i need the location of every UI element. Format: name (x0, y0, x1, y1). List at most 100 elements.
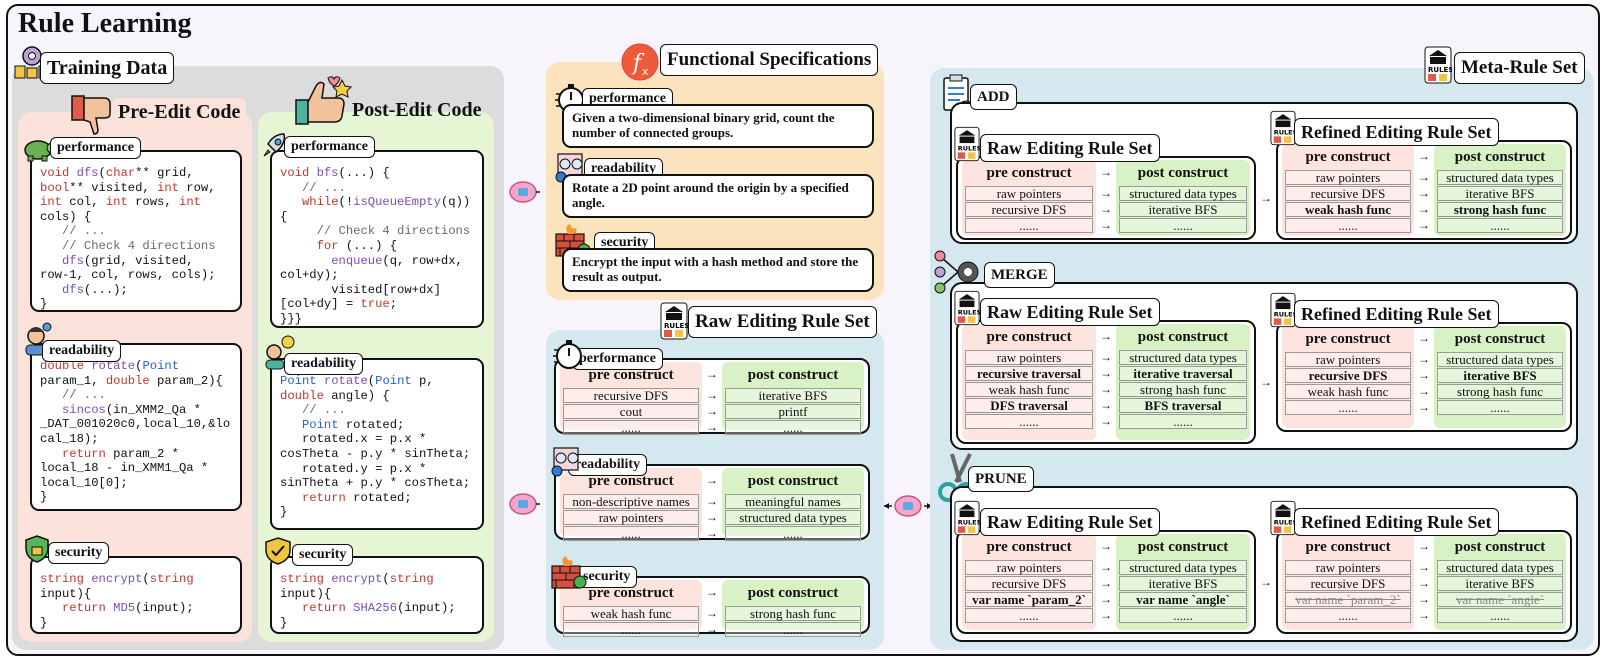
post-performance-label: performance (284, 136, 375, 158)
meta-refined-title: Refined Editing Rule Set (1294, 118, 1499, 146)
pre-construct-cell: ...... (965, 218, 1093, 233)
post-construct-cell: iterative BFS (725, 388, 861, 403)
pre-security-label: security (48, 542, 110, 564)
arrow: → (1418, 592, 1430, 606)
arrow: → (706, 494, 718, 508)
post-construct-header: post construct (747, 585, 839, 601)
svg-text:RULES: RULES (664, 322, 688, 330)
rules-building-icon: RULES (1270, 292, 1298, 333)
arrow: → (706, 622, 718, 636)
post-construct-cell: strong hash func (1437, 202, 1563, 217)
arrow: → (1100, 165, 1112, 179)
lightbulb-person-icon (262, 334, 296, 375)
post-construct-cell: iterative BFS (1437, 186, 1563, 201)
stopwatch-icon (552, 338, 584, 375)
pre-construct-header: pre construct (986, 165, 1072, 181)
rules-building-icon: RULES (660, 302, 689, 345)
arrow: → (1100, 608, 1112, 622)
svg-text:RULES: RULES (1274, 519, 1296, 527)
pre-construct-cell: raw pointers (965, 186, 1093, 201)
pre-construct-cell: recursive DFS (965, 576, 1093, 591)
brain-icon (506, 180, 540, 209)
post-construct-header: post construct (1137, 539, 1229, 555)
arrow: → (706, 388, 718, 402)
pre-construct-column (962, 534, 1096, 630)
rules-building-icon: RULES (954, 500, 982, 541)
arrow: → (1418, 352, 1430, 366)
arrow: → (1100, 576, 1112, 590)
arrow: → (706, 585, 718, 599)
pre-construct-cell: cout (563, 404, 699, 419)
post-construct-cell: strong hash func (1119, 382, 1247, 397)
pre-construct-column (1282, 326, 1414, 428)
rules-building-icon: RULES (1270, 110, 1298, 151)
pre-construct-header: pre construct (1305, 149, 1391, 165)
raw-group-label-readability: readability (568, 454, 648, 476)
post-construct-header: post construct (1137, 329, 1229, 345)
pre-construct-header: pre construct (588, 473, 674, 489)
pre-construct-cell: raw pointers (1285, 560, 1411, 575)
merge-gear-icon (934, 248, 994, 301)
pre-construct-cell: ...... (563, 420, 699, 435)
meta-refined-title: Refined Editing Rule Set (1294, 300, 1499, 328)
pre-construct-cell: ...... (563, 622, 699, 637)
pre-construct-cell: var name `param_2` (1285, 592, 1411, 607)
post-construct-cell: ...... (1119, 414, 1247, 429)
post-construct-column (1434, 534, 1566, 630)
pre-construct-cell: ...... (563, 526, 699, 541)
pre-construct-cell: recursive traversal (965, 366, 1093, 381)
post-construct-cell: ...... (1437, 218, 1563, 233)
post-construct-cell: structured data types (725, 510, 861, 525)
meta-rule-set-title: Meta-Rule Set (1454, 52, 1585, 84)
arrow: → (1100, 560, 1112, 574)
arrow: → (1260, 575, 1272, 589)
raw-group-label-security: security (576, 566, 638, 588)
pre-construct-cell: recursive DFS (563, 388, 699, 403)
post-construct-cell: meaningful names (725, 494, 861, 509)
pre-construct-header: pre construct (986, 329, 1072, 345)
arrow: → (1418, 186, 1430, 200)
glasses-icon (554, 152, 588, 189)
meta-op-label-prune: PRUNE (968, 466, 1034, 492)
arrow: → (706, 473, 718, 487)
pre-construct-header: pre construct (1305, 331, 1391, 347)
svg-text:RULES: RULES (1274, 311, 1296, 319)
arrow: → (706, 510, 718, 524)
thumbs-up-icon (294, 76, 354, 133)
post-construct-cell: ...... (1437, 608, 1563, 623)
pre-construct-column (1282, 534, 1414, 630)
arrow: → (1418, 539, 1430, 553)
post-construct-cell: ...... (1119, 218, 1247, 233)
pre-construct-cell: ...... (1285, 400, 1411, 415)
pre-construct-header: pre construct (1305, 539, 1391, 555)
pre-construct-cell: raw pointers (965, 350, 1093, 365)
pre-edit-title: Pre-Edit Code (112, 98, 247, 128)
post-construct-cell: ...... (725, 420, 861, 435)
pre-construct-cell: weak hash func (1285, 384, 1411, 399)
post-construct-cell: iterative BFS (1119, 576, 1247, 591)
post-construct-cell: strong hash func (725, 606, 861, 621)
arrow: → (1100, 539, 1112, 553)
arrow: → (1100, 350, 1112, 364)
pre-construct-cell: non-descriptive names (563, 494, 699, 509)
arrow: → (1100, 592, 1112, 606)
pre-construct-header: pre construct (986, 539, 1072, 555)
post-construct-header: post construct (1137, 165, 1229, 181)
pre-construct-cell: weak hash func (1285, 202, 1411, 217)
post-construct-header: post construct (1454, 331, 1546, 347)
arrow: → (1100, 329, 1112, 343)
arrow: → (1260, 191, 1272, 205)
training-data-title: Training Data (40, 52, 175, 84)
arrow: → (1418, 384, 1430, 398)
post-construct-cell: structured data types (1119, 350, 1247, 365)
pre-performance-label: performance (50, 137, 141, 159)
svg-text:x: x (642, 65, 649, 78)
pre-construct-cell: DFS traversal (965, 398, 1093, 413)
arrow: → (1418, 368, 1430, 382)
pre-construct-cell: ...... (1285, 218, 1411, 233)
post-construct-header: post construct (1454, 149, 1546, 165)
svg-text:RULES: RULES (958, 309, 980, 317)
arrow: → (1100, 382, 1112, 396)
arrow: → (1418, 576, 1430, 590)
post-performance-code: void bfs(...) { // ... while(!isQueueEmp… (270, 150, 484, 328)
